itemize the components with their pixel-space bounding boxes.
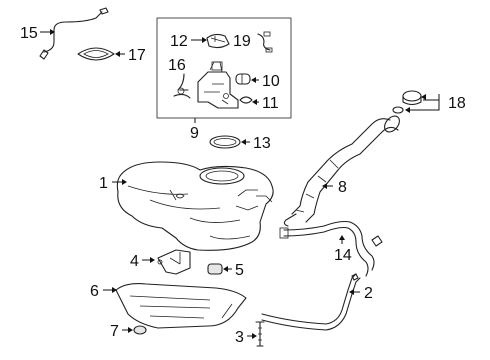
callout-17: 17 [128,47,146,64]
part-8-filler-pipe [283,115,400,227]
callout-19: 19 [233,33,251,50]
part-13-seal-ring [209,135,241,149]
part-4-bracket [157,249,191,275]
part-17-gasket [77,47,115,61]
callout-9: 9 [190,125,199,142]
callout-10: 10 [262,73,280,90]
callout-7: 7 [110,323,119,340]
part-19-wire-connector [257,31,273,53]
callout-3: 3 [235,329,244,346]
part-14-breather-hose [279,220,383,277]
callout-12: 12 [170,33,188,50]
part-1-fuel-tank [116,161,274,251]
part-18-filler-cap [392,90,422,114]
callout-18: 18 [448,95,466,112]
part-12-pump-cover [206,33,230,49]
callout-13: 13 [253,135,271,152]
callout-8: 8 [338,179,347,196]
part-2-tank-strap [261,273,361,331]
callout-6: 6 [90,283,99,300]
callout-16: 16 [168,57,186,74]
callout-14: 14 [334,247,352,264]
callout-1: 1 [99,175,108,192]
callout-4: 4 [130,253,139,270]
part-16-sender-gauge [173,73,191,99]
part-3-bolt [255,321,265,347]
fuel-pump-module [197,61,239,109]
callout-15: 15 [20,25,38,42]
part-11-oring [239,96,253,104]
callout-11: 11 [262,95,279,112]
part-15-vent-tube [39,7,109,60]
callout-5: 5 [235,262,244,279]
callout-2: 2 [364,285,373,302]
part-10-fuel-filter [235,73,251,85]
part-6-heat-shield [115,283,247,329]
part-5-cushion [207,263,223,275]
part-7-plug [133,325,147,335]
fuel-pump-subassembly-box: 9 [156,17,292,142]
